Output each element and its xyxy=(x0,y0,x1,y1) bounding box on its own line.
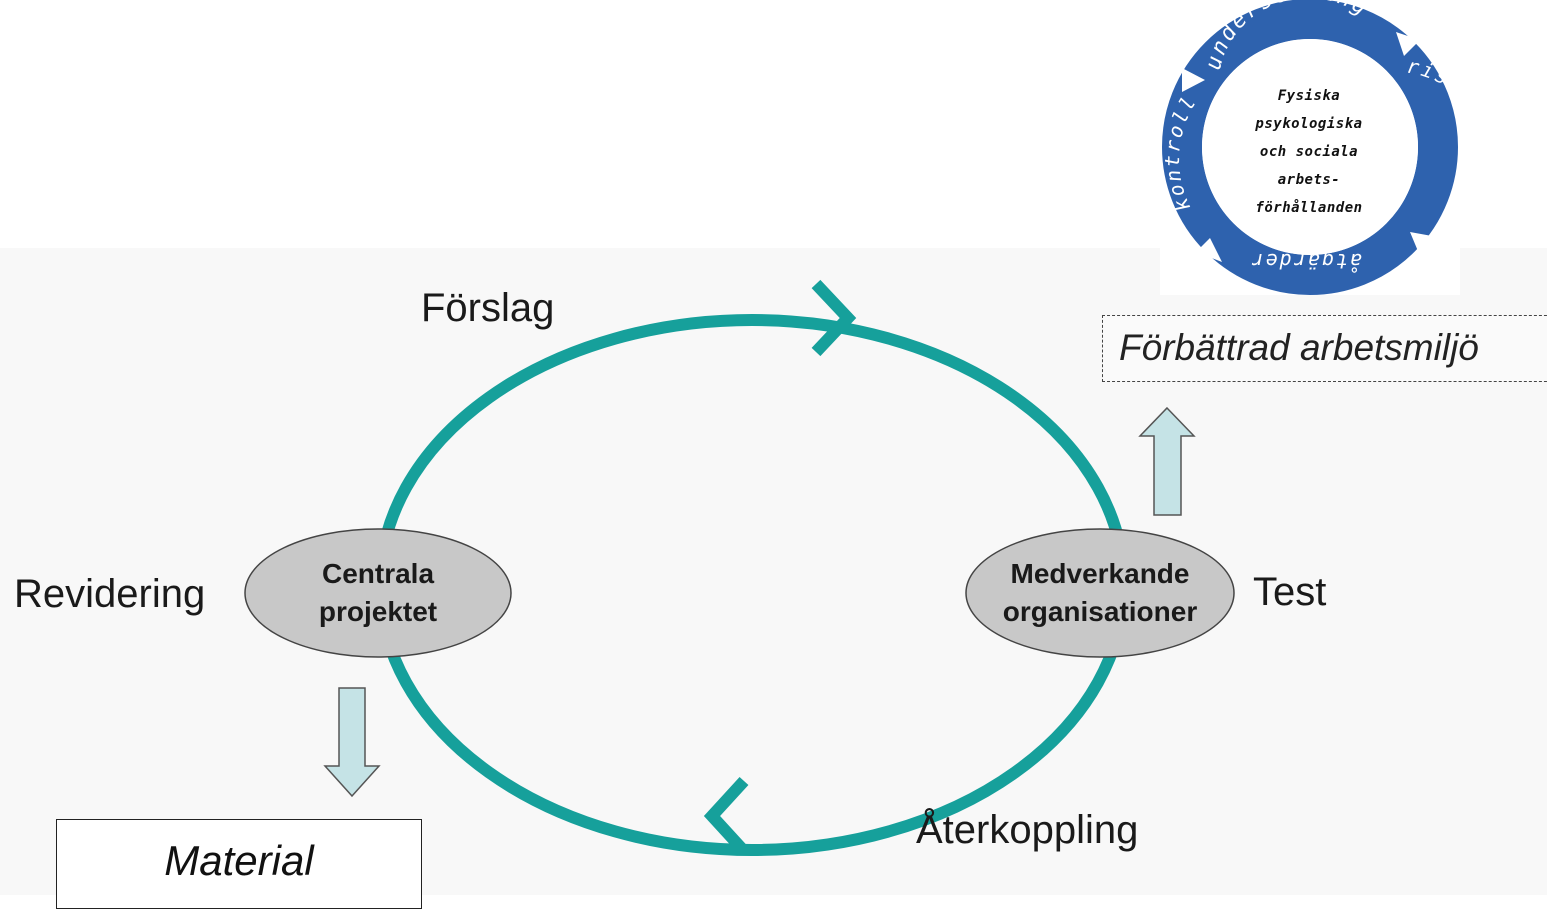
up-arrow xyxy=(1138,406,1196,516)
label-test: Test xyxy=(1253,570,1327,614)
improved-work-environment-box: Förbättrad arbetsmiljö xyxy=(1102,315,1547,382)
node-medverkande-line2: organisationer xyxy=(1002,596,1198,627)
node-centrala-projektet xyxy=(244,528,512,658)
logo-ring-band xyxy=(1162,0,1458,295)
node-centrala-line1: Centrala xyxy=(321,558,435,589)
ring-notch-2 xyxy=(1396,32,1420,56)
logo-center-line: arbets- xyxy=(1277,172,1341,188)
label-aterkoppling: Återkoppling xyxy=(916,808,1139,852)
logo-center-line: psykologiska xyxy=(1255,116,1363,132)
node-medverkande-label: Medverkande organisationer xyxy=(980,555,1220,631)
logo-center-line: förhållanden xyxy=(1255,200,1363,216)
node-medverkande-line1: Medverkande xyxy=(1010,558,1190,589)
ring-notch-1 xyxy=(1182,68,1205,92)
down-arrow xyxy=(323,687,381,798)
material-box: Material xyxy=(56,819,422,909)
logo-inner-circle xyxy=(1202,39,1418,255)
cycle-arrow-bottom xyxy=(703,776,749,856)
node-centrala-line2: projektet xyxy=(318,596,438,627)
ring-label-bottom: åtgärder xyxy=(1250,249,1362,273)
cycle-arrow-top xyxy=(811,279,857,357)
node-centrala-label: Centrala projektet xyxy=(278,555,478,631)
node-medverkande-organisationer xyxy=(965,528,1235,658)
logo-center-text: Fysiska psykologiska och sociala arbets-… xyxy=(1219,82,1399,222)
label-revidering: Revidering xyxy=(14,572,206,616)
ring-notch-4 xyxy=(1196,238,1222,262)
ring-notch-3 xyxy=(1410,232,1432,256)
label-forslag: Förslag xyxy=(421,286,555,330)
logo-center-line: Fysiska xyxy=(1277,88,1341,104)
logo-center-line: och sociala xyxy=(1259,144,1359,160)
logo-ring: undersökning riskbedömning åtgärder kont… xyxy=(1160,0,1507,295)
